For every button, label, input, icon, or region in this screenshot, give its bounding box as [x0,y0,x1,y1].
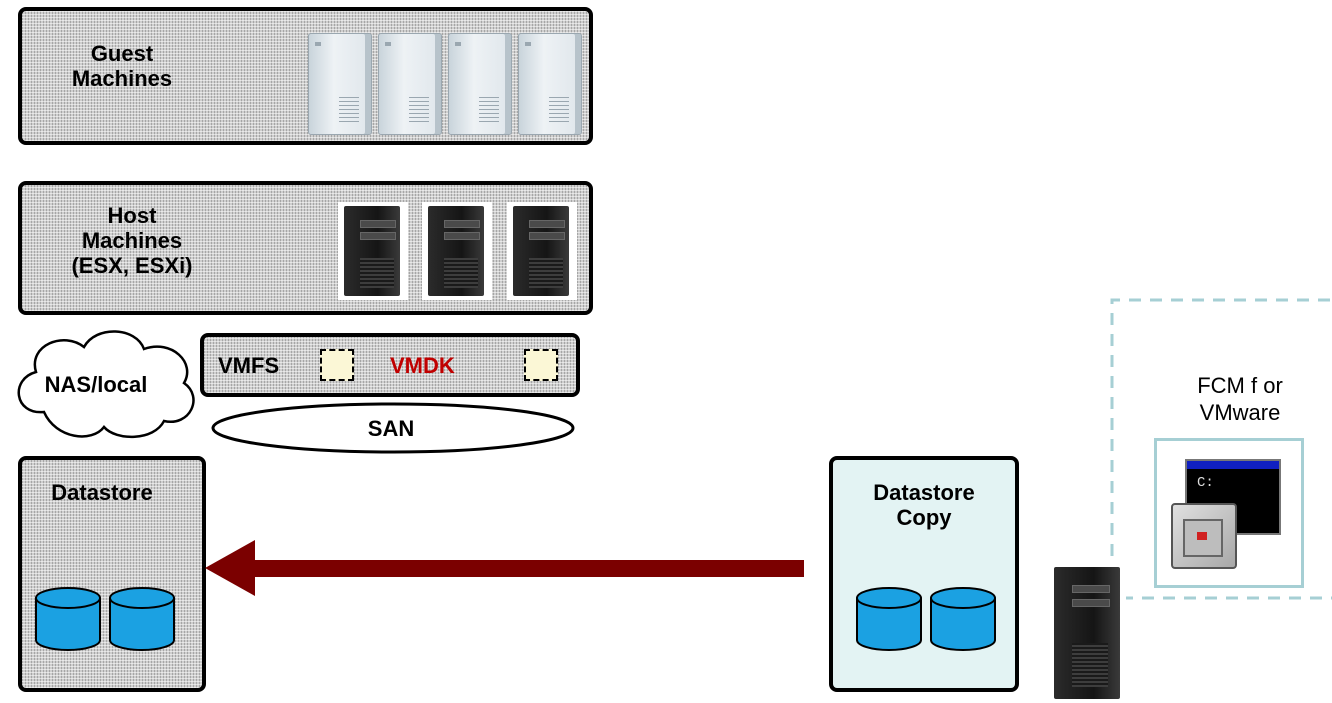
tower-server-icon [1046,565,1126,703]
fcm-dashed-frame [1110,298,1332,600]
safe-icon [1171,503,1237,569]
fcm-app-box: C: [1154,438,1304,588]
fcm-label: FCM f or VMware [1197,373,1283,425]
guest-machines-label: Guest Machines [71,41,173,91]
nas-cloud: NAS/local [17,330,195,439]
tower-server-icon [338,202,408,300]
database-disk-icon [930,587,996,651]
vmfs-bar: VMFS VMDK [200,333,580,397]
restore-arrow [205,540,804,596]
guest-machines-panel: Guest Machines [18,7,593,145]
vmdk-label: VMDK [390,353,455,378]
guest-server-icon [308,33,372,135]
host-machines-label: Host Machines (ESX, ESXi) [71,203,193,278]
datastore-copy-label: Datastore Copy [873,480,975,530]
nas-local-label: NAS/local [45,372,148,397]
database-disk-icon [109,587,175,651]
host-machines-panel: Host Machines (ESX, ESXi) [18,181,593,315]
database-disk-icon [856,587,922,651]
database-disk-icon [35,587,101,651]
vmdk-block-left [320,349,354,381]
san-ellipse: SAN [211,402,575,454]
datastore-copy-panel: Datastore Copy [829,456,1019,692]
guest-server-icon [518,33,582,135]
datastore-panel: Datastore [18,456,206,692]
san-label: SAN [368,416,414,441]
tower-server-icon [507,202,577,300]
vmfs-label: VMFS [218,353,280,378]
vmdk-block-right [524,349,558,381]
guest-server-icon [378,33,442,135]
guest-server-icon [448,33,512,135]
datastore-label: Datastore [51,480,153,505]
tower-server-icon [422,202,492,300]
